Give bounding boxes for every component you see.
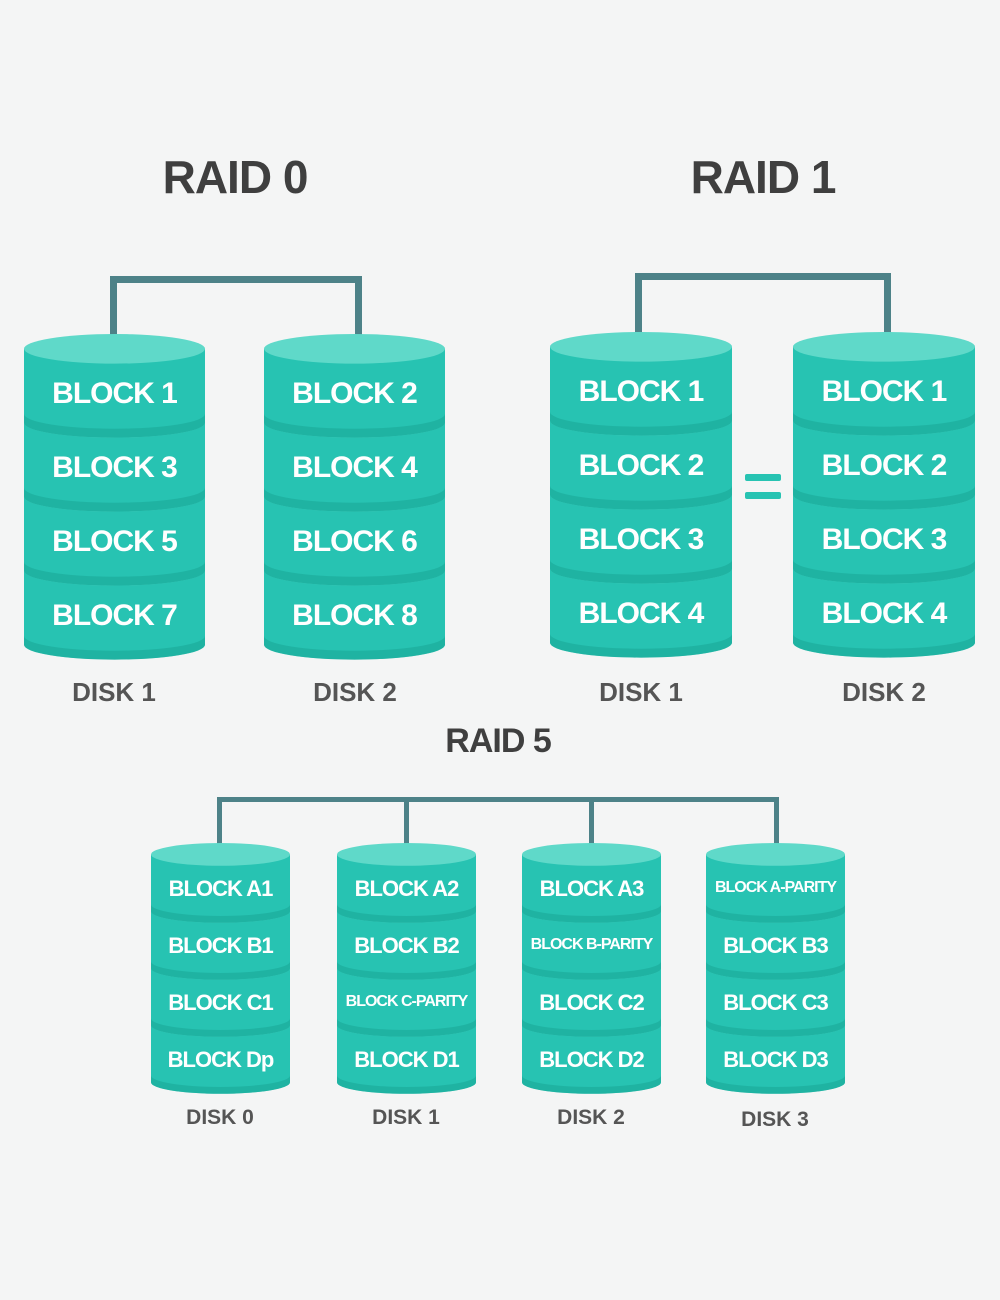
block-label: BLOCK B3	[723, 933, 828, 959]
block-label: BLOCK 2	[578, 448, 705, 482]
block-label: BLOCK Dp	[167, 1047, 275, 1073]
cylinder-shape	[337, 843, 476, 923]
disk-block: BLOCK A2	[337, 843, 476, 923]
block-label: BLOCK 3	[52, 450, 178, 484]
raid5-disk-2-label: DISK 2	[557, 1106, 625, 1129]
block-label: BLOCK 1	[821, 374, 948, 408]
block-label: BLOCK B-PARITY	[530, 936, 654, 954]
disk-block: BLOCK 2	[793, 406, 975, 510]
block-label: BLOCK 8	[292, 598, 418, 632]
raid0-disk-2: BLOCK 2 BLOCK 4 BLOCK 6 BLOCK 8	[264, 334, 445, 660]
cylinder-shape	[550, 332, 732, 436]
block-label: BLOCK 3	[578, 522, 705, 556]
block-label: BLOCK C1	[168, 990, 273, 1016]
block-label: BLOCK A3	[539, 876, 645, 902]
block-label: BLOCK 3	[821, 522, 948, 556]
cylinder-shape	[264, 334, 445, 438]
block-label: BLOCK 7	[52, 598, 178, 632]
block-label: BLOCK 1	[578, 374, 705, 408]
disk-block: BLOCK A-PARITY	[706, 843, 845, 923]
block-label: BLOCK 1	[52, 376, 178, 410]
raid0-disk-1-label: DISK 1	[72, 677, 156, 707]
cylinder-shape	[151, 843, 290, 923]
cylinder-shape	[793, 332, 975, 436]
block-label: BLOCK D3	[723, 1047, 828, 1073]
raid1-title: RAID 1	[690, 151, 837, 203]
block-label: BLOCK 6	[292, 524, 418, 558]
raid5-connector	[217, 797, 779, 802]
disk-block: BLOCK 1	[550, 332, 732, 436]
raid5-disk-3-label: DISK 3	[741, 1108, 809, 1131]
raid1-disk-2: BLOCK 1 BLOCK 2 BLOCK 3 BLOCK 4	[793, 332, 975, 658]
raid5-disk-1: BLOCK A2 BLOCK B2 BLOCK C-PARITY BLOCK D1	[337, 843, 476, 1094]
block-label: BLOCK C-PARITY	[345, 993, 469, 1011]
block-label: BLOCK 5	[52, 524, 178, 558]
disk-block: BLOCK D2	[522, 1014, 661, 1094]
block-label: BLOCK D2	[539, 1047, 644, 1073]
disk-block: BLOCK 2	[264, 334, 445, 438]
raid5-drop-2	[589, 797, 594, 850]
disk-block: BLOCK A3	[522, 843, 661, 923]
raid0-disk-1: BLOCK 1 BLOCK 3 BLOCK 5 BLOCK 7	[24, 334, 205, 660]
raid5-drop-1	[404, 797, 409, 850]
block-label: BLOCK 4	[578, 596, 705, 630]
block-label: BLOCK A-PARITY	[714, 879, 837, 897]
raid5-disk-1-label: DISK 1	[372, 1106, 440, 1129]
cylinder-shape	[24, 334, 205, 438]
cylinder-shape	[706, 843, 845, 923]
block-label: BLOCK C3	[723, 990, 828, 1016]
raid0-title: RAID 0	[162, 151, 309, 203]
raid0-connector	[110, 276, 362, 348]
block-label: BLOCK B2	[354, 933, 459, 959]
raid1-disk-2-label: DISK 2	[842, 677, 926, 707]
block-label: BLOCK 2	[292, 376, 418, 410]
raid1-connector	[635, 273, 891, 348]
disk-block: BLOCK 1	[24, 334, 205, 438]
equals-icon	[745, 474, 781, 499]
block-label: BLOCK B1	[168, 933, 273, 959]
block-label: BLOCK D1	[354, 1047, 459, 1073]
raid5-drop-0	[217, 797, 222, 850]
raid5-title: RAID 5	[445, 722, 551, 760]
block-label: BLOCK C2	[539, 990, 644, 1016]
cylinder-shape	[522, 843, 661, 923]
block-label: BLOCK 4	[821, 596, 948, 630]
raid5-drop-3	[774, 797, 779, 850]
block-label: BLOCK 2	[821, 448, 948, 482]
block-label: BLOCK A1	[168, 876, 274, 902]
block-label: BLOCK 4	[292, 450, 418, 484]
raid1-disk-1-label: DISK 1	[599, 677, 683, 707]
disk-block: BLOCK 1	[793, 332, 975, 436]
raid5-disk-0: BLOCK A1 BLOCK B1 BLOCK C1 BLOCK Dp	[151, 843, 290, 1094]
disk-block: BLOCK A1	[151, 843, 290, 923]
block-label: BLOCK A2	[354, 876, 460, 902]
raid5-disk-3: BLOCK A-PARITY BLOCK B3 BLOCK C3 BLOCK D3	[706, 843, 845, 1094]
raid5-disk-0-label: DISK 0	[186, 1106, 254, 1129]
raid5-disk-2: BLOCK A3 BLOCK B-PARITY BLOCK C2 BLOCK D2	[522, 843, 661, 1094]
raid1-disk-1: BLOCK 1 BLOCK 2 BLOCK 3 BLOCK 4	[550, 332, 732, 658]
raid0-disk-2-label: DISK 2	[313, 677, 397, 707]
